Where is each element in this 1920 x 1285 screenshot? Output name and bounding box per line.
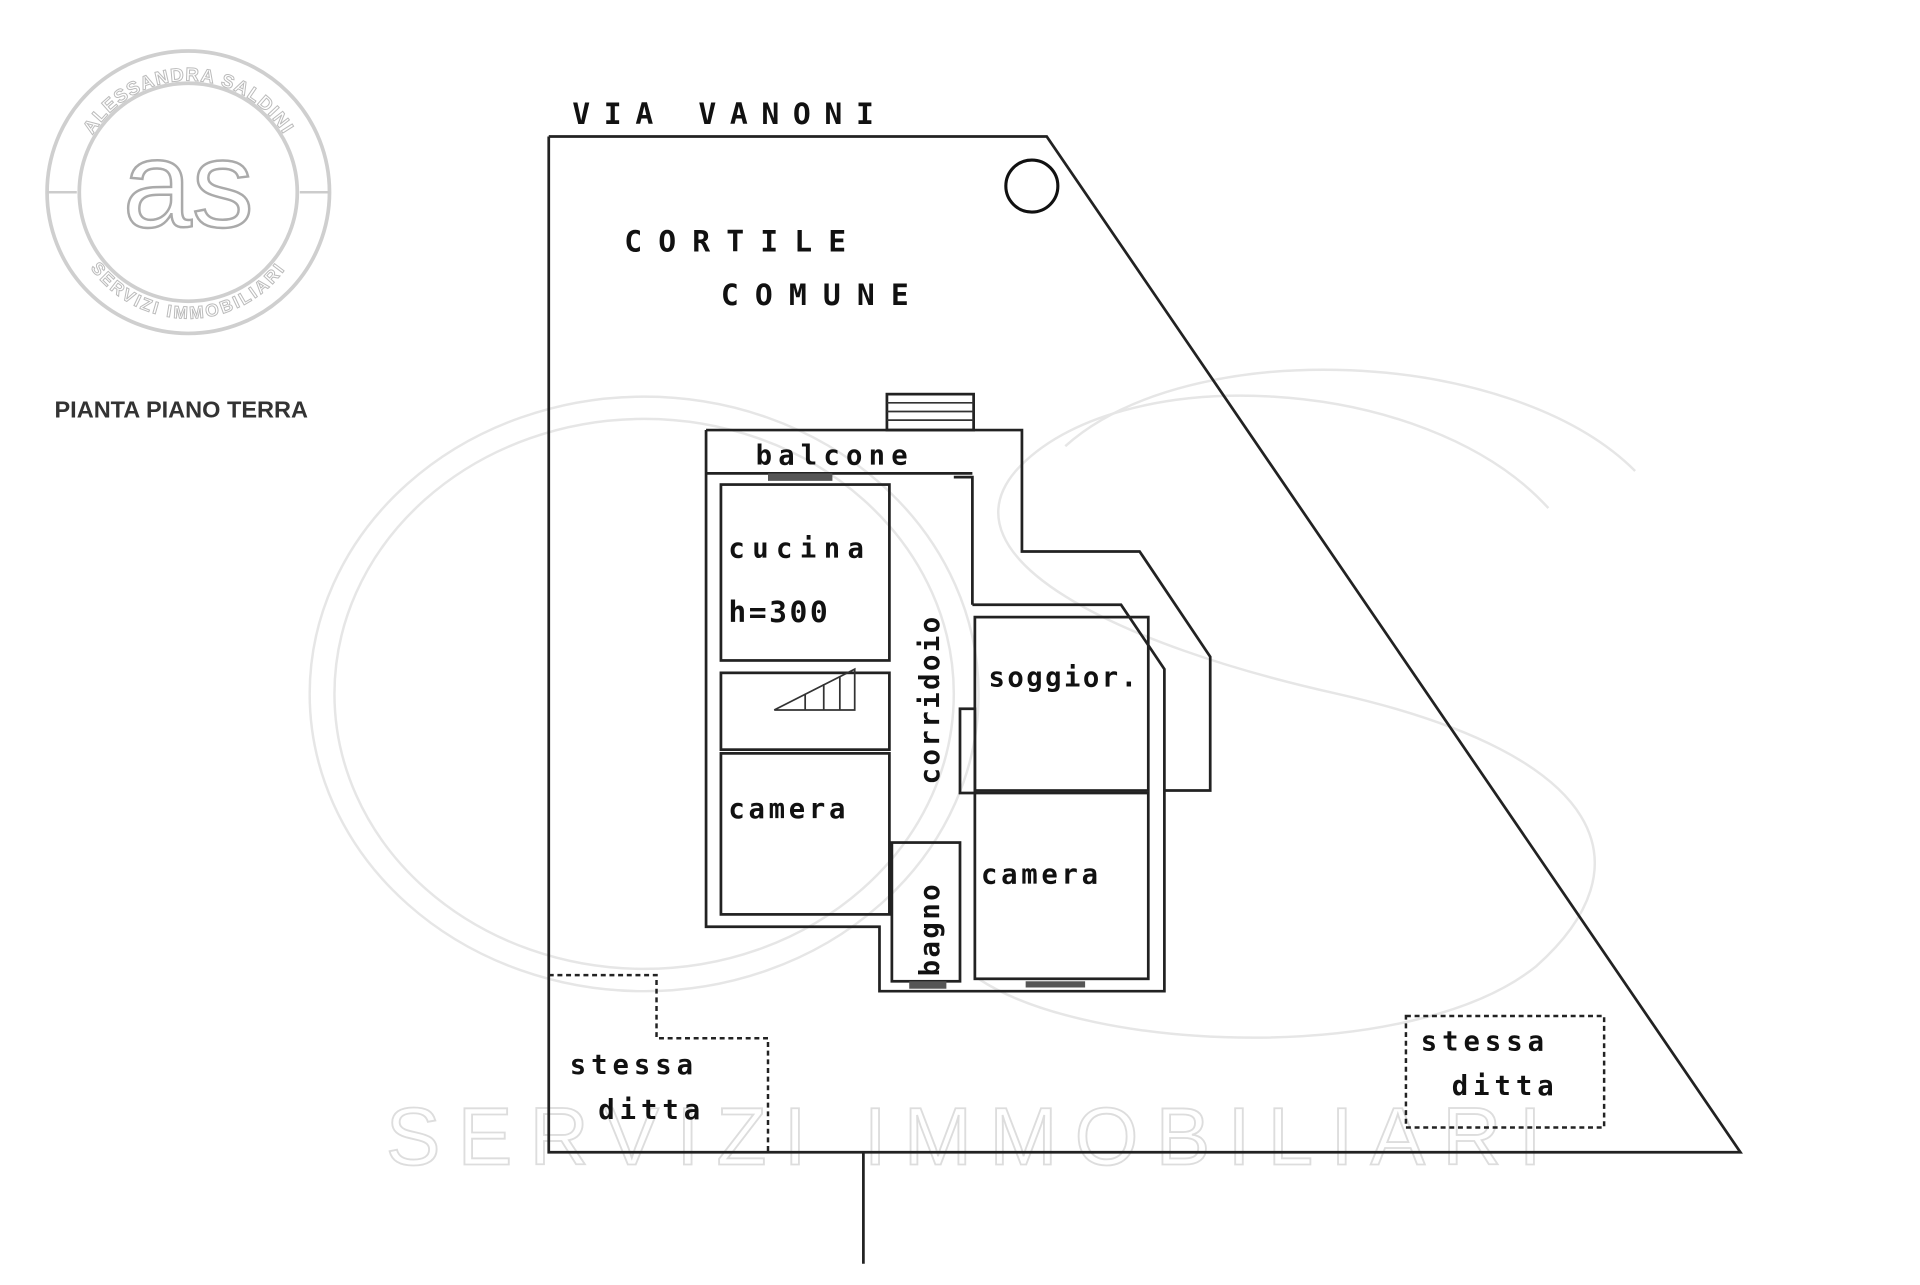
watermark-monogram	[308, 368, 1636, 1039]
room-label-bedroom-left: camera	[728, 794, 849, 825]
street-label: VIA VANONI	[572, 97, 887, 132]
courtyard-label-1: CORTILE	[624, 225, 862, 260]
room-label-corridor: corridoio	[915, 614, 946, 784]
neighbor-right-line1: stessa	[1421, 1027, 1549, 1058]
neighbor-area-left	[548, 973, 770, 1153]
room-label-balcony: balcone	[756, 441, 914, 472]
watermark-text: SERVIZI IMMOBILIARI	[386, 1092, 1559, 1183]
logo-seal: ALESSANDRA SALDINI SERVIZI IMMOBILIARI a…	[45, 49, 332, 336]
neighbor-area-right	[1404, 1014, 1606, 1129]
neighbor-right-line2: ditta	[1452, 1071, 1559, 1102]
tree-icon	[1004, 158, 1060, 214]
room-height-label: h=300	[728, 595, 830, 630]
room-label-kitchen: cucina	[728, 534, 871, 565]
room-label-bedroom-right: camera	[981, 859, 1102, 890]
room-label-bathroom: bagno	[915, 882, 946, 976]
neighbor-left-line2: ditta	[598, 1095, 705, 1126]
building	[704, 392, 1212, 993]
courtyard-label-2: COMUNE	[721, 278, 925, 313]
neighbor-left-line1: stessa	[570, 1050, 698, 1081]
room-label-living: soggior.	[988, 662, 1139, 693]
logo-monogram: as	[123, 116, 254, 254]
page-title: PIANTA PIANO TERRA	[55, 397, 308, 423]
site-boundary	[547, 135, 1743, 1264]
